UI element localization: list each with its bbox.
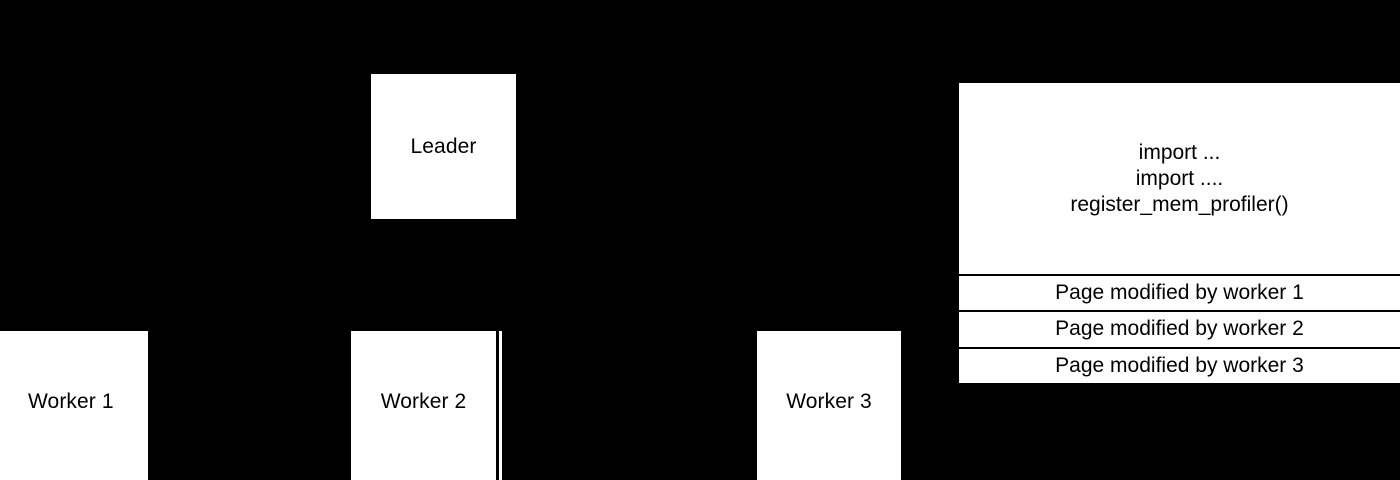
code-line-1: import ... [1138,140,1221,164]
leader-node[interactable]: Leader [371,74,516,219]
worker-3-node[interactable]: Worker 3 [757,331,901,480]
worker-2-node-label: Worker 2 [380,390,467,413]
worker-2-edge-line [499,331,502,480]
code-line-2: import .... [1135,166,1224,190]
worker-3-node-label: Worker 3 [786,390,872,413]
code-line-3: register_mem_profiler() [1070,192,1289,216]
page-row-worker-3: Page modified by worker 3 [959,349,1400,383]
page-row-worker-3-label: Page modified by worker 3 [1055,353,1304,377]
worker-2-node[interactable]: Worker 2 [351,331,496,480]
memory-panel: import ... import .... register_mem_prof… [959,83,1400,383]
page-row-worker-2: Page modified by worker 2 [959,312,1400,349]
worker-1-node-label: Worker 1 [28,390,114,413]
page-row-worker-1-label: Page modified by worker 1 [1055,281,1304,305]
page-row-worker-2-label: Page modified by worker 2 [1055,317,1304,341]
worker-1-node[interactable]: Worker 1 [0,331,148,480]
page-row-worker-1: Page modified by worker 1 [959,276,1400,313]
leader-node-label: Leader [410,134,477,158]
code-section: import ... import .... register_mem_prof… [959,83,1400,276]
